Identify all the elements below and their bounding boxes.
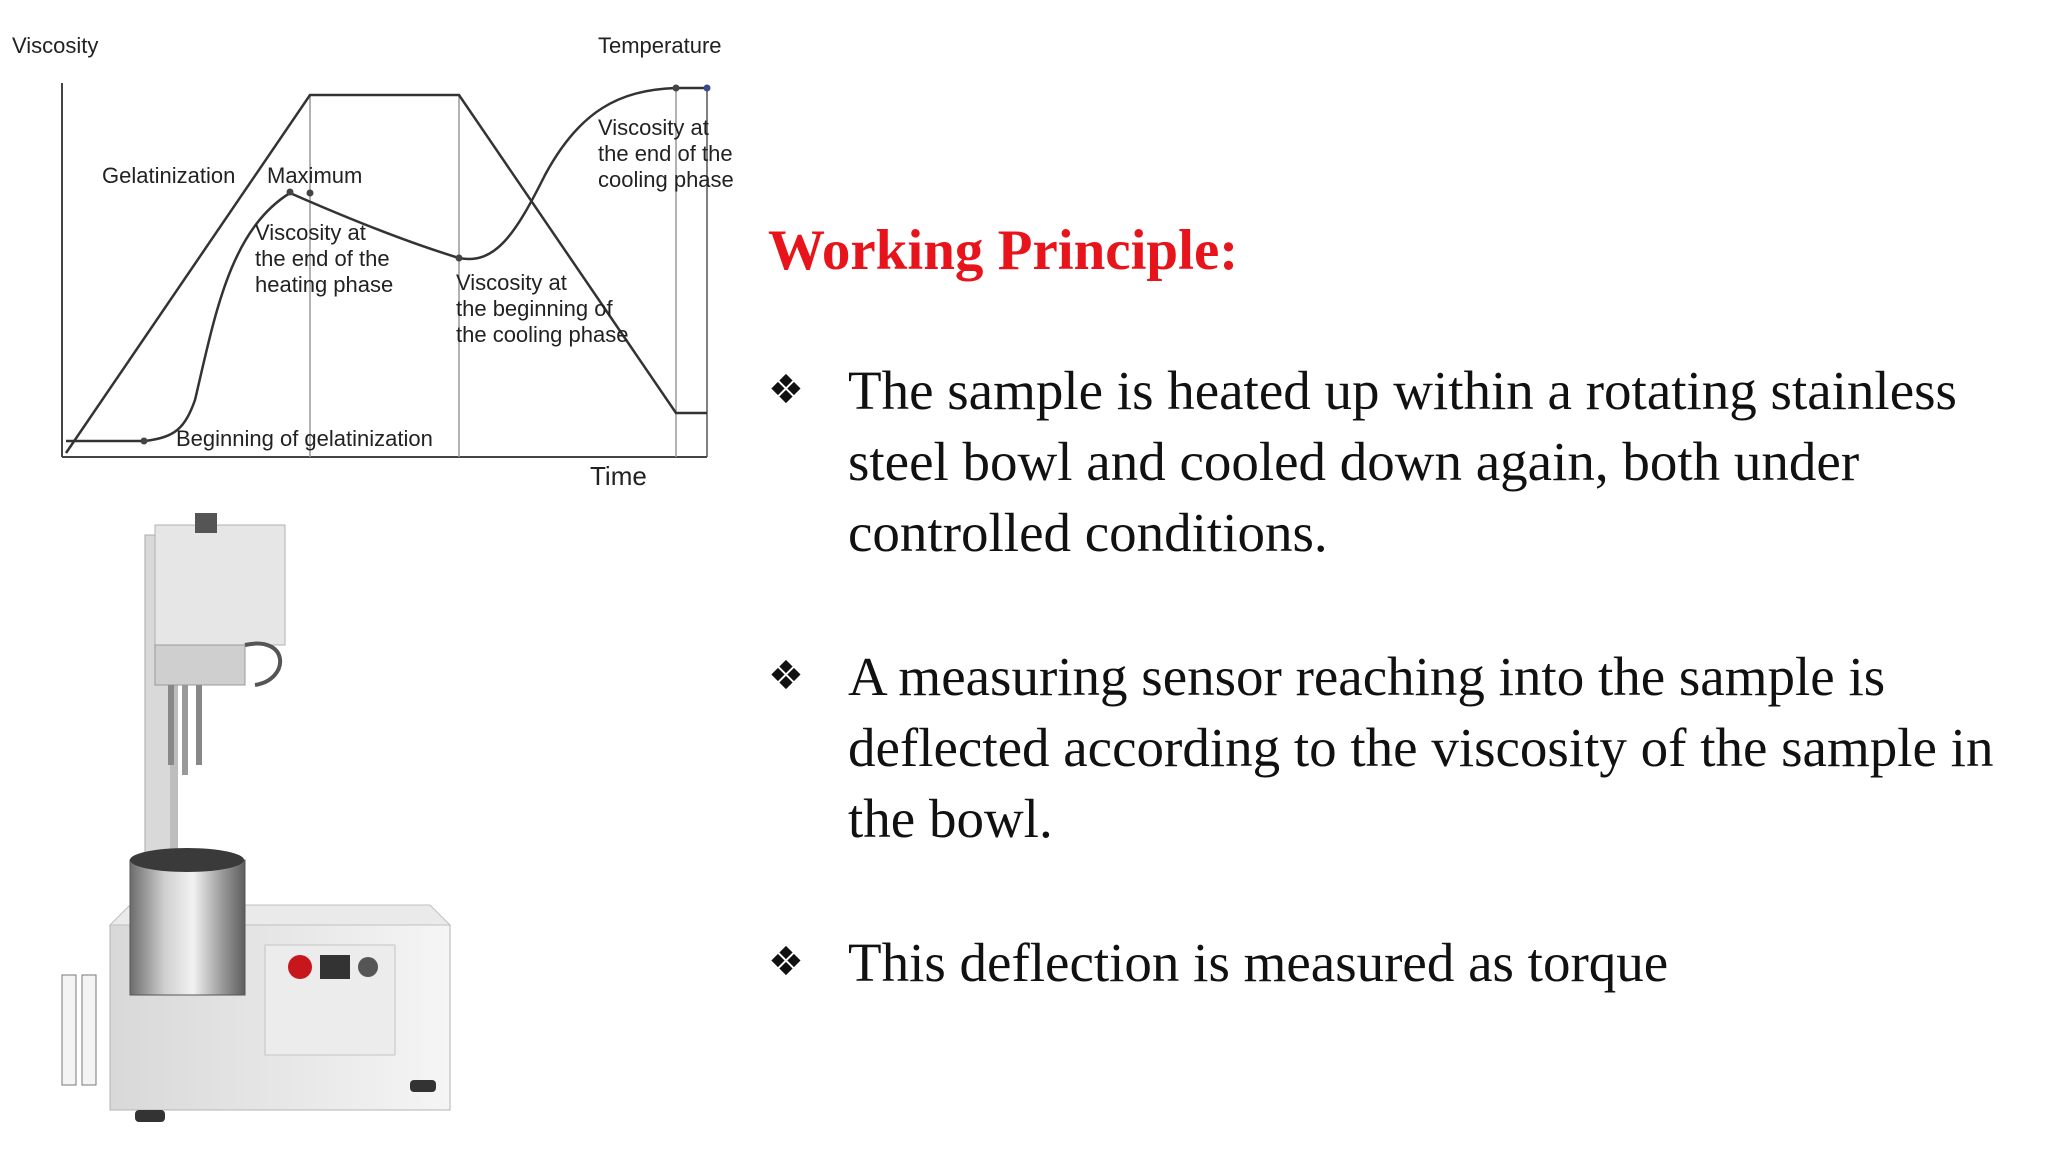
gel-begin-label: Beginning of gelatinization [176,426,433,451]
marker-cooling-begin [455,254,463,262]
x-axis-label: Time [590,461,647,491]
cooling-begin-label-line1: Viscosity at [456,270,567,295]
bullet-text: This deflection is measured as torque [848,932,1669,993]
cooling-end-label-line3: cooling phase [598,167,734,192]
heating-end-label-line2: the end of the [255,246,390,271]
marker-maximum [286,188,294,196]
four-diamond-icon: ❖ [768,939,804,985]
bullet-text: The sample is heated up within a rotatin… [848,360,1957,563]
marker-cooling-end [672,84,680,92]
marker-heating-end [306,189,314,197]
heating-end-label-line3: heating phase [255,272,393,297]
four-diamond-icon: ❖ [768,367,804,413]
cooling-begin-label-line3: the cooling phase [456,322,628,347]
temperature-label: Temperature [598,33,722,58]
heading: Working Principle: [768,219,1239,282]
bullet-item: ❖ This deflection is measured as torque [768,927,2046,998]
marker-temp-end [703,84,711,92]
cooling-end-label-line1: Viscosity at [598,115,709,140]
viscosity-temperature-diagram: Viscosity Temperature Gelatinization Max… [12,33,734,491]
cooling-end-label-line2: the end of the [598,141,733,166]
marker-gel-begin [140,437,148,445]
gelatinization-label: Gelatinization [102,163,235,188]
four-diamond-icon: ❖ [768,653,804,699]
y-axis-label: Viscosity [12,33,98,58]
viscograph-instrument-image [61,513,452,1122]
bullet-list: ❖ The sample is heated up within a rotat… [768,355,2046,1071]
viscosity-curve [66,86,707,443]
bullet-item: ❖ A measuring sensor reaching into the s… [768,641,2046,854]
maximum-label: Maximum [267,163,362,188]
bullet-item: ❖ The sample is heated up within a rotat… [768,355,2046,568]
bullet-text: A measuring sensor reaching into the sam… [848,646,1994,849]
heating-end-label-line1: Viscosity at [255,220,366,245]
temperature-curve [64,93,707,454]
cooling-begin-label-line2: the beginning of [456,296,613,321]
